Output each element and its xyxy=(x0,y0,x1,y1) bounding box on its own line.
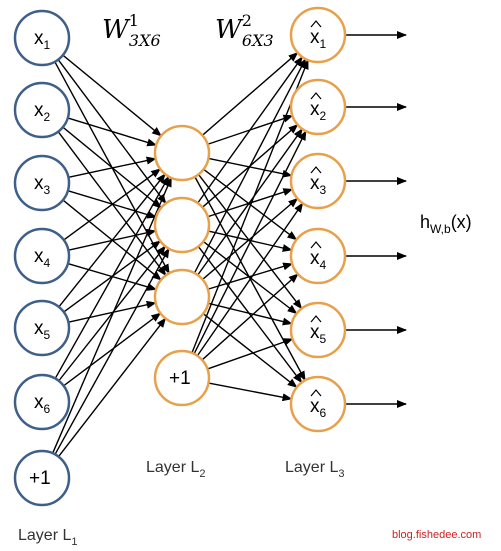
edge-in5-hid1 xyxy=(57,173,166,308)
edge-in6-hid2 xyxy=(57,245,166,382)
layer-l2-label: Layer L2 xyxy=(146,459,206,480)
input-node-4 xyxy=(13,227,71,285)
output-node-2-hat xyxy=(310,92,322,100)
output-node-4-label: x4 xyxy=(310,248,327,272)
layer-l3-label: Layer L3 xyxy=(285,459,345,480)
edge-hid4-out5 xyxy=(206,338,294,370)
output-node-2 xyxy=(289,78,347,136)
input-node-6-label: x6 xyxy=(34,392,51,416)
output-node-5 xyxy=(289,301,347,359)
output-node-4-hat xyxy=(310,241,322,249)
edge-hid4-out4 xyxy=(201,273,299,361)
edge-in3-hid1 xyxy=(67,156,157,179)
input-node-5-label: x5 xyxy=(34,318,51,342)
edge-in6-hid3 xyxy=(62,312,162,387)
input-layer: x1 x2 x3 x4 x5 x6 +1 xyxy=(13,9,71,507)
output-node-6 xyxy=(289,375,347,433)
input-node-2-label: x2 xyxy=(34,100,51,124)
edge-in2-hid1 xyxy=(67,117,158,147)
output-node-3-label: x3 xyxy=(310,173,327,197)
hidden-node-1 xyxy=(153,124,211,182)
edge-in4-hid1 xyxy=(62,168,162,241)
watermark-text: blog.fishedee.com xyxy=(392,529,481,541)
input-node-3 xyxy=(13,154,71,212)
hidden-node-2 xyxy=(153,196,211,254)
output-node-4 xyxy=(289,227,347,285)
edge-hid2-out4 xyxy=(207,230,293,252)
output-arrows xyxy=(345,31,407,408)
edge-in7-hid1 xyxy=(51,176,172,454)
edge-in2-hid2 xyxy=(62,126,162,209)
edge-hid1-out1 xyxy=(201,52,299,137)
edge-in5-hid3 xyxy=(67,300,157,323)
output-node-6-hat xyxy=(310,389,322,397)
layer-l1-label: Layer L1 xyxy=(18,527,78,548)
output-node-3 xyxy=(289,152,347,210)
edge-hid3-out2 xyxy=(196,128,303,276)
edge-hid3-out5 xyxy=(207,302,293,326)
hidden-bias-node xyxy=(153,349,211,407)
output-node-1-label: x1 xyxy=(310,27,327,51)
input-node-5 xyxy=(13,299,71,357)
edge-hid3-out4 xyxy=(207,262,294,291)
input-node-1 xyxy=(13,9,71,67)
hidden-layer: +1 xyxy=(153,124,211,407)
edge-hid2-out1 xyxy=(196,56,303,204)
edge-in7-hid2 xyxy=(54,247,170,456)
output-node-3-hat xyxy=(310,166,322,174)
input-node-7 xyxy=(13,449,71,507)
hypothesis-label: hW,b(x) xyxy=(420,212,472,236)
layer1-to-layer2-edges xyxy=(51,54,172,458)
output-node-5-hat xyxy=(310,315,322,323)
output-node-5-label: x5 xyxy=(310,322,327,346)
output-node-6-label: x6 xyxy=(310,396,327,420)
edge-in7-hid3 xyxy=(57,317,167,458)
edge-hid1-out4 xyxy=(202,168,298,241)
hidden-node-3 xyxy=(153,268,211,326)
edge-hid4-out2 xyxy=(193,130,307,355)
edge-hid3-out1 xyxy=(193,58,307,274)
input-node-2 xyxy=(13,81,71,139)
input-node-6 xyxy=(13,373,71,431)
edge-in6-hid1 xyxy=(54,175,170,380)
edge-hid2-out5 xyxy=(202,240,298,315)
output-node-1 xyxy=(289,6,347,64)
input-node-1-label: x1 xyxy=(34,28,51,52)
edge-hid3-out3 xyxy=(201,197,299,281)
layer2-to-layer3-edges xyxy=(191,52,309,402)
hidden-bias-node-label: +1 xyxy=(169,368,191,389)
edge-hid4-out6 xyxy=(207,382,293,402)
output-node-1-hat xyxy=(310,20,322,28)
edge-hid4-out3 xyxy=(196,202,304,357)
edge-in1-hid1 xyxy=(62,54,162,137)
input-node-7-label: +1 xyxy=(29,468,51,489)
edge-hid4-out1 xyxy=(191,59,309,354)
input-node-3-label: x3 xyxy=(34,173,51,197)
output-node-2-label: x2 xyxy=(310,99,327,123)
edge-hid3-out6 xyxy=(202,312,298,388)
output-layer: x1 x2 x3 x4 x5 x6 xyxy=(289,6,347,433)
input-node-4-label: x4 xyxy=(34,246,51,270)
